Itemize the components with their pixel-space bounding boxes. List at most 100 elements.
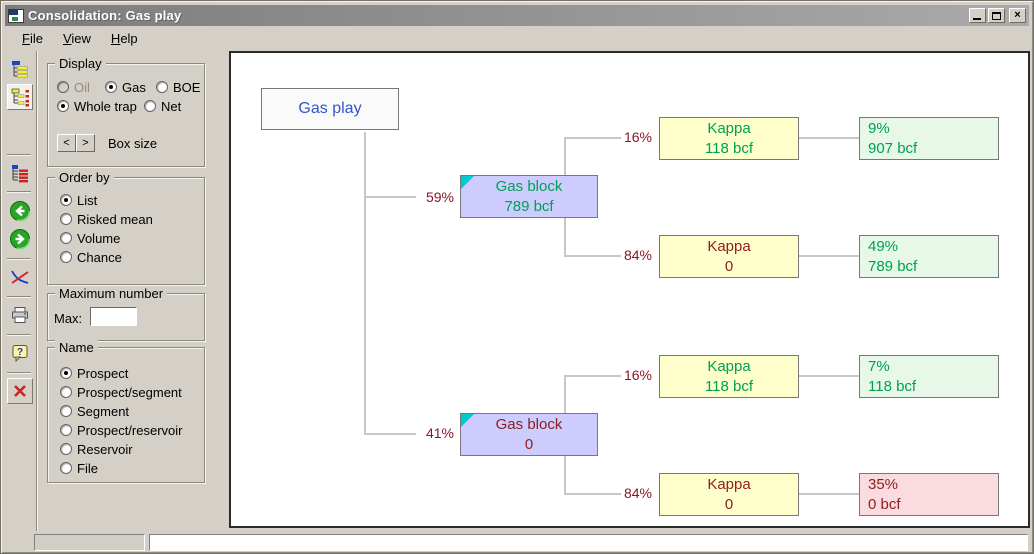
app-icon	[8, 8, 24, 23]
back-button[interactable]	[7, 198, 33, 224]
exit-button[interactable]	[7, 378, 33, 404]
toolbar: ?	[2, 51, 37, 531]
radio-segment[interactable]: Segment	[60, 404, 129, 419]
radio-prospect[interactable]: Prospect	[60, 366, 128, 381]
chance-label: 84%	[623, 485, 652, 501]
connector-line	[799, 137, 859, 139]
connector-line	[564, 375, 621, 377]
node-gas-play[interactable]: Gas play	[261, 88, 399, 130]
node-kappa-1[interactable]: Kappa 118 bcf	[659, 117, 799, 160]
toolbar-separator	[7, 296, 31, 298]
radio-prospect-reservoir[interactable]: Prospect/reservoir	[60, 423, 182, 438]
result-box-2[interactable]: 49% 789 bcf	[859, 235, 999, 278]
node-kappa-4[interactable]: Kappa 0	[659, 473, 799, 516]
radio-file[interactable]: File	[60, 461, 98, 476]
toolbar-separator	[7, 191, 31, 193]
consolidation-tree-button[interactable]	[7, 84, 33, 110]
connector-line	[799, 375, 859, 377]
name-group: Name Prospect Prospect/segment Segment P…	[47, 340, 205, 483]
display-group: Display Oil Gas BOE Whole trap Net <	[47, 56, 205, 167]
connector-line	[364, 132, 366, 435]
display-group-label: Display	[55, 56, 106, 71]
connector-line	[799, 493, 859, 495]
chance-label: 59%	[425, 189, 454, 205]
maximum-number-group-label: Maximum number	[55, 286, 168, 301]
corner-marker-icon	[461, 414, 474, 427]
connector-line	[564, 255, 621, 257]
box-size-decrease-button[interactable]: <	[57, 134, 76, 152]
box-size-increase-button[interactable]: >	[76, 134, 95, 152]
menu-help[interactable]: Help	[110, 30, 138, 46]
result-box-1[interactable]: 9% 907 bcf	[859, 117, 999, 160]
connector-line	[564, 137, 621, 139]
connector-line	[364, 196, 416, 198]
node-gas-block-1[interactable]: Gas block 789 bcf	[460, 175, 598, 218]
connector-line	[564, 218, 566, 257]
radio-risked-mean[interactable]: Risked mean	[60, 212, 153, 227]
connector-line	[364, 433, 416, 435]
node-gas-block-2[interactable]: Gas block 0	[460, 413, 598, 456]
status-panel-right	[149, 534, 1028, 551]
radio-list[interactable]: List	[60, 193, 97, 208]
help-button[interactable]: ?	[7, 340, 33, 366]
max-label: Max:	[54, 311, 83, 326]
connector-line	[564, 456, 566, 495]
connector-line	[564, 493, 621, 495]
consolidation-list-icon	[12, 61, 28, 78]
menu-file[interactable]: File	[22, 30, 43, 46]
consolidation-detail-button[interactable]	[7, 160, 33, 186]
chance-label: 84%	[623, 247, 652, 263]
radio-circle	[105, 81, 117, 93]
maximize-icon	[992, 11, 1001, 20]
minimize-icon	[973, 18, 981, 20]
chance-label: 41%	[425, 425, 454, 441]
radio-circle	[60, 213, 72, 225]
options-panel: Display Oil Gas BOE Whole trap Net <	[37, 51, 229, 531]
consolidation-diagram: Gas play 59% 41% Gas block 789 bcf Gas b…	[229, 51, 1030, 528]
result-box-3[interactable]: 7% 118 bcf	[859, 355, 999, 398]
print-button[interactable]	[7, 302, 33, 328]
window-title: Consolidation: Gas play	[28, 8, 182, 23]
result-box-4[interactable]: 35% 0 bcf	[859, 473, 999, 516]
close-icon: ×	[1014, 9, 1021, 21]
radio-reservoir[interactable]: Reservoir	[60, 442, 133, 457]
close-button[interactable]: ×	[1009, 8, 1026, 23]
radio-whole-trap[interactable]: Whole trap	[57, 99, 137, 114]
forward-icon	[9, 228, 31, 250]
status-panel-left	[34, 534, 145, 551]
svg-text:?: ?	[17, 347, 23, 358]
connector-line	[564, 137, 566, 175]
radio-boe[interactable]: BOE	[156, 80, 200, 95]
radio-volume[interactable]: Volume	[60, 231, 120, 246]
max-input[interactable]	[90, 307, 137, 326]
node-kappa-2[interactable]: Kappa 0	[659, 235, 799, 278]
radio-circle	[60, 462, 72, 474]
radio-prospect-segment[interactable]: Prospect/segment	[60, 385, 182, 400]
minimize-button[interactable]	[969, 8, 986, 23]
print-icon	[12, 307, 28, 323]
crossplot-button[interactable]	[7, 264, 33, 290]
radio-gas[interactable]: Gas	[105, 80, 146, 95]
title-bar: Consolidation: Gas play ×	[5, 5, 1029, 26]
toolbar-separator	[7, 334, 31, 336]
radio-circle	[60, 251, 72, 263]
help-icon: ?	[12, 345, 28, 363]
radio-chance[interactable]: Chance	[60, 250, 122, 265]
node-kappa-3[interactable]: Kappa 118 bcf	[659, 355, 799, 398]
toolbar-separator	[7, 154, 31, 156]
menu-view[interactable]: View	[62, 30, 91, 46]
radio-circle	[60, 424, 72, 436]
consolidation-list-button[interactable]	[7, 56, 33, 82]
crossplot-icon	[11, 270, 29, 284]
connector-line	[564, 375, 566, 413]
connector-line	[799, 255, 859, 257]
radio-circle	[60, 232, 72, 244]
forward-button[interactable]	[7, 226, 33, 252]
radio-circle	[60, 367, 72, 379]
radio-net[interactable]: Net	[144, 99, 181, 114]
radio-oil[interactable]: Oil	[57, 80, 90, 95]
maximize-button[interactable]	[988, 8, 1005, 23]
radio-circle	[57, 81, 69, 93]
radio-circle	[60, 194, 72, 206]
